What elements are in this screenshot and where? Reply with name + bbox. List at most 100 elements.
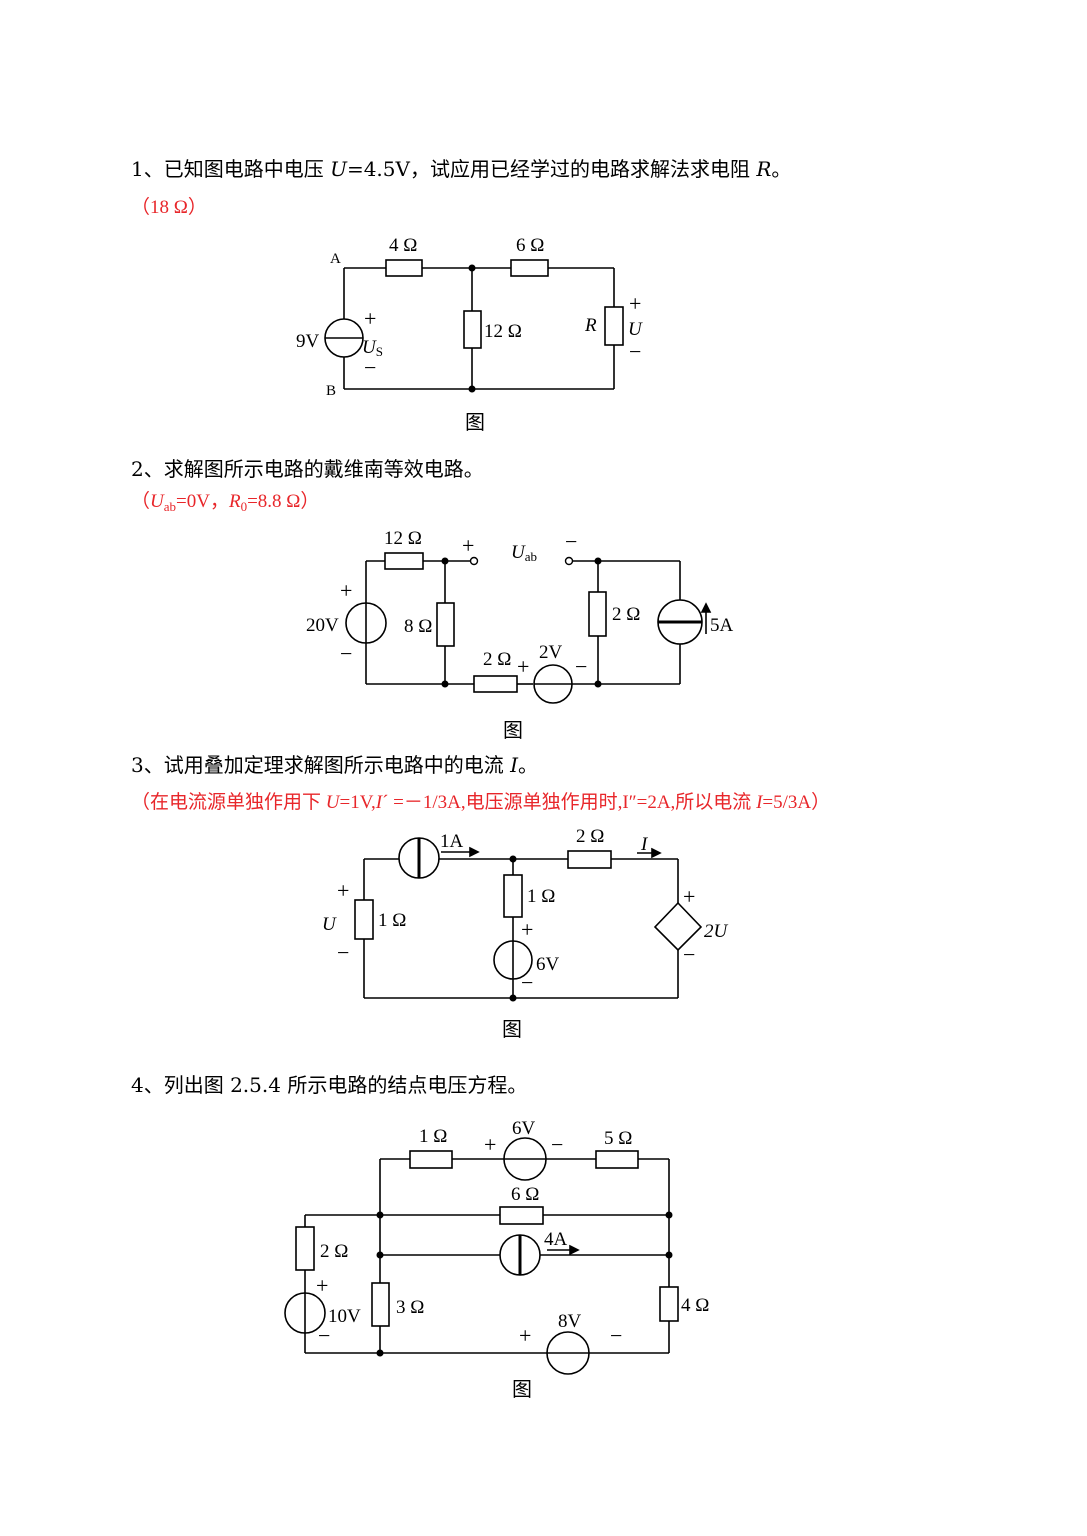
q2-ans-end: =8.8 Ω） [247, 491, 320, 512]
q4-node-left-4a [376, 1251, 384, 1259]
q1-label-a: A [330, 251, 341, 267]
q3-resistor-1ohm-left [354, 899, 374, 940]
q3-ans-b: =1V, [339, 792, 376, 813]
q3-ans-c: ´ =－1/3A,电压源单独作用时,I″=2A,所以电流 [382, 792, 757, 813]
q2-ans-r-sub: 0 [240, 499, 248, 514]
q2-label-term-minus: − [565, 529, 577, 554]
q1-circuit-diagram: A B 4 Ω 6 Ω 12 Ω 9V + US − R + U − [296, 235, 643, 399]
q3-label-dep-minus: − [683, 942, 695, 967]
q3-label-u: U [322, 914, 337, 935]
q1-resistor-r [604, 306, 624, 346]
q2-node-top-left [441, 557, 449, 565]
q4-label-10v-plus: + [316, 1273, 328, 1298]
q1-label-r3: 12 Ω [484, 321, 522, 342]
q1-text: 1、已知图电路中电压 U=4.5V，试应用已经学过的电路求解法求电阻 R。 [131, 153, 791, 182]
q2-label-20v-plus: + [340, 578, 352, 603]
q4-resistor-2ohm [295, 1226, 315, 1271]
q3-text-b: 。 [518, 753, 538, 777]
q3-resistor-1ohm-middle [503, 874, 523, 918]
q4-resistor-6ohm [499, 1206, 544, 1225]
q1-label-r1: 4 Ω [389, 235, 417, 256]
q2-circuit-diagram: 12 Ω + Uab − + 20V − 8 Ω 2 Ω + 2V − 2 Ω … [306, 528, 734, 704]
q2-terminal-b [564, 556, 574, 566]
q3-text: 3、试用叠加定理求解图所示电路中的电流 I。 [131, 749, 538, 778]
q1-label-us: US [362, 337, 383, 359]
q3-circuit-diagram: 1A 2 Ω I + U − 1 Ω 1 Ω + 6V − + 2U − [322, 826, 729, 1002]
q4-resistor-4ohm [659, 1286, 679, 1322]
q2-label-2v: 2V [539, 642, 563, 663]
q3-dependent-source [653, 901, 703, 952]
q1-text-c: 。 [771, 157, 792, 181]
q3-label-r1-middle: 1 Ω [527, 886, 555, 907]
q1-label-plus: + [364, 306, 376, 331]
q3-label-6v-minus: − [521, 970, 533, 995]
q1-resistor-12ohm [463, 310, 482, 349]
q2-label-r8: 8 Ω [404, 616, 432, 637]
q3-ans-i: I [756, 792, 763, 813]
q3-label-r1-left: 1 Ω [378, 910, 406, 931]
q4-resistor-3ohm [371, 1282, 390, 1327]
q1-resistor-6ohm [510, 259, 549, 277]
q4-label-r1: 1 Ω [419, 1126, 447, 1147]
q2-resistor-8ohm [436, 602, 455, 647]
q1-answer: （18 Ω） [131, 197, 207, 218]
q4-label-8v-plus: + [519, 1323, 531, 1348]
q3-label-6v: 6V [536, 954, 560, 975]
q1-label-u: U [628, 319, 643, 340]
q3-ans-a: （在电流源单独作用下 [131, 792, 326, 813]
q4-label-r2: 2 Ω [320, 1241, 348, 1262]
q1-var-u: U [330, 157, 347, 181]
q3-label-dep: 2U [704, 921, 729, 942]
q1-label-r: R [584, 315, 597, 336]
q4-label-r6: 6 Ω [511, 1184, 539, 1205]
q3-node-top [509, 855, 517, 863]
q3-label-6v-plus: + [521, 917, 533, 942]
q4-label-8v: 8V [558, 1311, 582, 1332]
q4-label-r3: 3 Ω [396, 1297, 424, 1318]
q2-label-2v-plus: + [517, 654, 529, 679]
q2-ans-u: U [150, 491, 164, 512]
q1-label-u-minus: − [629, 339, 641, 364]
q2-resistor-2ohm-right [588, 591, 607, 637]
q4-label-r5: 5 Ω [604, 1128, 632, 1149]
q3-ans-u: U [325, 792, 340, 813]
q2-node-top-right [594, 557, 602, 565]
q2-figure-caption: 图 [503, 718, 523, 742]
q3-label-1a: 1A [440, 831, 464, 852]
q3-resistor-2ohm [567, 850, 612, 869]
q1-label-vs: 9V [296, 331, 320, 352]
q4-circuit-diagram: 1 Ω + 6V − 5 Ω 6 Ω 4A 2 Ω + 10V − 3 Ω 4 … [284, 1118, 709, 1375]
q2-label-r12: 12 Ω [384, 528, 422, 549]
q4-node-right-6ohm [665, 1211, 673, 1219]
q1-node-top [468, 264, 476, 272]
q4-label-10v: 10V [328, 1306, 361, 1327]
q2-ans-u-sub: ab [163, 499, 177, 514]
q2-text: 2、求解图所示电路的戴维南等效电路。 [131, 457, 484, 481]
q2-ans-mid: =0V， [176, 491, 229, 512]
q4-figure-caption: 图 [512, 1377, 532, 1401]
q2-ans-open: （ [131, 491, 151, 512]
q2-ans-r: R [228, 491, 241, 512]
q4-label-10v-minus: − [318, 1323, 330, 1348]
q2-node-bottom-left [441, 680, 449, 688]
q4-label-6v-minus: − [551, 1132, 563, 1157]
q4-label-8v-minus: − [610, 1323, 622, 1348]
q2-node-bottom-right [594, 680, 602, 688]
q2-label-r2-bottom: 2 Ω [483, 649, 511, 670]
q2-resistor-2ohm-bottom [473, 675, 518, 693]
q3-ans-i1: I [375, 792, 383, 813]
q4-node-right-4a [665, 1251, 673, 1259]
q3-label-u-plus: + [337, 878, 349, 903]
q1-label-minus: − [364, 355, 376, 380]
q4-label-r4: 4 Ω [681, 1295, 709, 1316]
q4-text: 4、列出图 2.5.4 所示电路的结点电压方程。 [131, 1073, 528, 1097]
q1-label-u-plus: + [629, 291, 641, 316]
q3-text-a: 3、试用叠加定理求解图所示电路中的电流 [131, 753, 511, 777]
q3-node-bottom [509, 994, 517, 1002]
q3-answer: （在电流源单独作用下 U=1V,I´ =－1/3A,电压源单独作用时,I″=2A… [131, 787, 830, 814]
q1-figure-caption: 图 [465, 410, 485, 434]
q1-text-a: 1、已知图电路中电压 [131, 157, 331, 181]
q3-ans-d: =5/3A） [762, 792, 831, 813]
q1-node-bottom [468, 385, 476, 393]
q2-label-term-plus: + [462, 533, 474, 558]
